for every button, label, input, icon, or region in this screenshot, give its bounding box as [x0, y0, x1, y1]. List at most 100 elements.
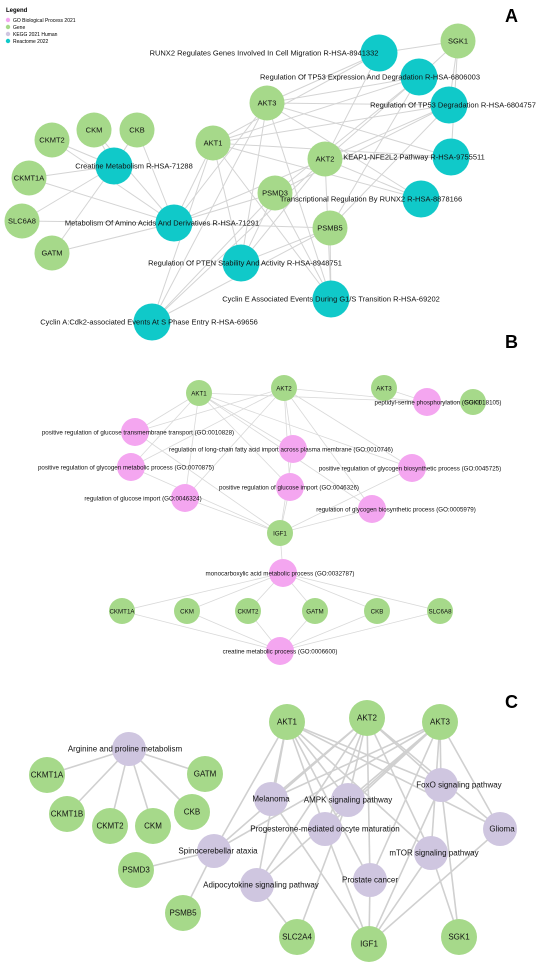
gene-node-sgk1[interactable]: [460, 389, 486, 415]
pathway-label-peptidyl-serine-phosphorylation-go-0018105: peptidyl-serine phosphorylation (GO:0018…: [375, 400, 502, 407]
edge: [368, 852, 432, 945]
gene-node-ckb[interactable]: [364, 598, 390, 624]
gene-label-akt3: AKT3: [376, 386, 392, 393]
edge: [173, 158, 326, 224]
pathway-node-regulation-of-glucose-import-go-0046324[interactable]: [171, 484, 199, 512]
pathway-node-regulation-of-long-chain-fatty-acid-import-acros[interactable]: [279, 435, 307, 463]
gene-node-psmd3[interactable]: [257, 175, 293, 211]
pathway-node-arginine-and-proline-metabolism[interactable]: [112, 732, 146, 766]
pathway-node-melanoma[interactable]: [254, 782, 288, 816]
gene-label-gatm: GATM: [194, 770, 217, 779]
edge: [282, 572, 378, 612]
gene-node-ckmt2[interactable]: [92, 808, 128, 844]
gene-node-sgk1[interactable]: [441, 919, 477, 955]
pathway-label-monocarboxylic-acid-metabolic-process-go-0032787: monocarboxylic acid metabolic process (G…: [206, 571, 355, 578]
pathway-node-creatine-metabolic-process-go-0006600[interactable]: [266, 637, 294, 665]
pathway-label-keap1-nfe2l2-pathway-r-hsa-9755511: KEAP1-NFE2L2 Pathway R-HSA-9755511: [343, 153, 485, 162]
pathway-node-mtor-signaling-pathway[interactable]: [414, 836, 448, 870]
edge: [329, 104, 450, 229]
pathway-node-regulation-of-pten-stability-and-activity-r-hsa-[interactable]: [222, 244, 260, 282]
gene-node-igf1[interactable]: [267, 520, 293, 546]
gene-label-ckb: CKB: [371, 609, 384, 616]
gene-node-ckmt2[interactable]: [34, 122, 70, 158]
gene-node-akt1[interactable]: [186, 380, 212, 406]
legend-go-label: GO Biological Process 2021: [13, 18, 76, 24]
gene-node-ckm[interactable]: [135, 808, 171, 844]
gene-label-akt1: AKT1: [277, 718, 298, 727]
gene-node-psmb5[interactable]: [312, 210, 348, 246]
pathway-node-glioma[interactable]: [483, 812, 517, 846]
pathway-node-foxo-signaling-pathway[interactable]: [424, 768, 458, 802]
edge: [93, 129, 175, 224]
gene-node-ckm[interactable]: [174, 598, 200, 624]
pathway-label-positive-regulation-of-glycogen-biosynthetic-pro: positive regulation of glycogen biosynth…: [319, 466, 501, 473]
gene-node-ckmt1b[interactable]: [49, 796, 85, 832]
gene-node-gatm[interactable]: [187, 756, 223, 792]
pathway-node-positive-regulation-of-glucose-import-go-0046326[interactable]: [276, 473, 304, 501]
gene-label-ckm: CKM: [86, 126, 103, 135]
pathway-node-ampk-signaling-pathway[interactable]: [331, 783, 365, 817]
legend-reactome-swatch: [5, 38, 11, 44]
pathway-node-metabolism-of-amino-acids-and-derivatives-r-hsa-[interactable]: [155, 204, 193, 242]
pathway-node-positive-regulation-of-glycogen-biosynthetic-pro[interactable]: [398, 454, 426, 482]
gene-node-slc6a8[interactable]: [4, 203, 40, 239]
edge: [283, 387, 428, 403]
pathway-node-monocarboxylic-acid-metabolic-process-go-0032787[interactable]: [269, 559, 297, 587]
gene-node-akt2[interactable]: [349, 700, 385, 736]
pathway-node-peptidyl-serine-phosphorylation-go-0018105[interactable]: [413, 388, 441, 416]
gene-label-ckmt1a: CKMT1A: [31, 771, 64, 780]
gene-node-ckmt1a[interactable]: [109, 598, 135, 624]
gene-label-akt3: AKT3: [258, 99, 277, 108]
gene-node-sgk1[interactable]: [440, 23, 476, 59]
gene-node-ckmt1a[interactable]: [29, 757, 65, 793]
gene-node-slc6a8[interactable]: [427, 598, 453, 624]
gene-label-akt2: AKT2: [316, 155, 335, 164]
gene-node-akt2[interactable]: [271, 375, 297, 401]
edge: [368, 828, 501, 945]
gene-node-ckm[interactable]: [76, 112, 112, 148]
pathway-node-positive-regulation-of-glucose-transmembrane-tra[interactable]: [121, 418, 149, 446]
edge: [198, 392, 413, 469]
gene-node-psmb5[interactable]: [165, 895, 201, 931]
pathway-node-runx2-regulates-genes-involved-in-cell-migration[interactable]: [360, 34, 398, 72]
gene-node-akt1[interactable]: [195, 125, 231, 161]
pathway-node-transcriptional-regulation-by-runx2-r-hsa-887816[interactable]: [402, 180, 440, 218]
gene-node-gatm[interactable]: [302, 598, 328, 624]
gene-node-ckmt2[interactable]: [235, 598, 261, 624]
gene-label-gatm: GATM: [306, 609, 323, 616]
edge: [440, 784, 460, 938]
pathway-node-cyclin-a-cdk2-associated-events-at-s-phase-entry[interactable]: [133, 303, 171, 341]
gene-node-akt3[interactable]: [422, 704, 458, 740]
pathway-node-prostate-cancer[interactable]: [353, 863, 387, 897]
gene-node-slc2a4[interactable]: [279, 919, 315, 955]
edge: [283, 387, 373, 510]
pathway-node-regulation-of-glycogen-biosynthetic-process-go-0[interactable]: [358, 495, 386, 523]
gene-node-gatm[interactable]: [34, 235, 70, 271]
gene-node-akt2[interactable]: [307, 141, 343, 177]
gene-node-akt3[interactable]: [249, 85, 285, 121]
edge: [324, 76, 420, 160]
pathway-node-regulation-of-tp53-expression-and-degradation-r-[interactable]: [400, 58, 438, 96]
gene-node-psmd3[interactable]: [118, 852, 154, 888]
pathway-node-spinocerebellar-ataxia[interactable]: [197, 834, 231, 868]
pathway-node-progesterone-mediated-oocyte-maturation[interactable]: [308, 812, 342, 846]
edge: [213, 721, 288, 852]
gene-label-ckm: CKM: [144, 822, 162, 831]
edge: [130, 392, 200, 468]
gene-label-slc6a8: SLC6A8: [8, 217, 36, 226]
gene-node-ckb[interactable]: [174, 794, 210, 830]
edge: [266, 102, 450, 106]
gene-node-akt1[interactable]: [269, 704, 305, 740]
gene-node-akt3[interactable]: [371, 375, 397, 401]
pathway-node-cyclin-e-associated-events-during-g1-s-transitio[interactable]: [312, 280, 350, 318]
pathway-node-regulation-of-tp53-degradation-r-hsa-6804757[interactable]: [430, 86, 468, 124]
gene-node-igf1[interactable]: [351, 926, 387, 962]
edge: [240, 158, 326, 264]
gene-node-ckb[interactable]: [119, 112, 155, 148]
pathway-node-keap1-nfe2l2-pathway-r-hsa-9755511[interactable]: [432, 138, 470, 176]
pathway-node-adipocytokine-signaling-pathway[interactable]: [240, 868, 274, 902]
pathway-node-positive-regulation-of-glycogen-metabolic-proces[interactable]: [117, 453, 145, 481]
gene-node-ckmt1a[interactable]: [11, 160, 47, 196]
edge: [286, 721, 371, 881]
pathway-node-creatine-metabolism-r-hsa-71288[interactable]: [95, 147, 133, 185]
